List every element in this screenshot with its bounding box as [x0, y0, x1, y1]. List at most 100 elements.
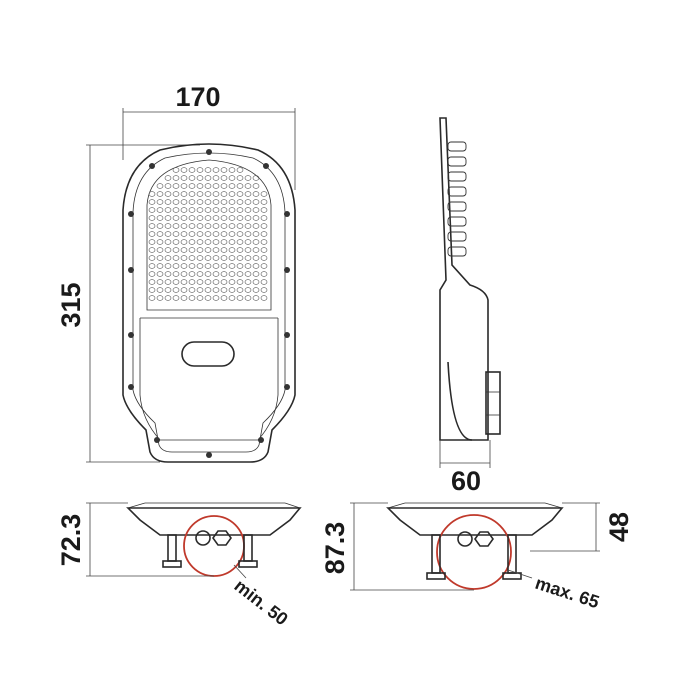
- led-dot: [196, 279, 204, 285]
- led-dot: [236, 295, 244, 301]
- screw: [284, 332, 290, 338]
- led-dot: [188, 239, 196, 245]
- led-dot: [244, 263, 252, 269]
- led-dot: [252, 279, 260, 285]
- led-dot: [228, 199, 236, 205]
- led-dot: [156, 231, 164, 237]
- led-dot: [252, 295, 260, 301]
- led-dot: [204, 279, 212, 285]
- led-dot: [220, 295, 228, 301]
- led-dot: [212, 191, 220, 197]
- led-dot: [244, 223, 252, 229]
- cable-gland-max: [457, 531, 473, 547]
- led-dot: [196, 191, 204, 197]
- led-dot: [252, 231, 260, 237]
- led-dot: [204, 167, 212, 173]
- led-dot: [220, 247, 228, 253]
- led-dot: [172, 223, 180, 229]
- led-dot: [244, 271, 252, 277]
- screw: [128, 384, 134, 390]
- housing-inner-outline: [132, 152, 286, 453]
- led-dot: [196, 287, 204, 293]
- end-view-max: 87.3 48 max. 65: [320, 502, 634, 612]
- led-dot: [172, 175, 180, 181]
- fin: [447, 216, 467, 227]
- end-housing-max: [386, 507, 564, 536]
- led-array: [148, 167, 268, 301]
- led-dot: [180, 223, 188, 229]
- end-top-left-max: [387, 502, 406, 509]
- led-dot: [180, 167, 188, 173]
- screw: [128, 267, 134, 273]
- led-dot: [220, 215, 228, 221]
- led-dot: [220, 191, 228, 197]
- led-dot: [212, 279, 220, 285]
- led-dot: [260, 207, 268, 213]
- front-view: 170 315: [56, 82, 296, 463]
- led-dot: [156, 215, 164, 221]
- vent-plug-min: [212, 530, 232, 546]
- led-dot: [172, 183, 180, 189]
- led-dot: [204, 207, 212, 213]
- led-dot: [260, 255, 268, 261]
- led-dot: [188, 295, 196, 301]
- led-dot: [236, 239, 244, 245]
- end-top-left-min: [127, 502, 146, 509]
- bolt-left-min: [167, 534, 177, 562]
- led-dot: [252, 215, 260, 221]
- end-view-min: 72.3 min. 50: [56, 502, 302, 629]
- led-dot: [260, 199, 268, 205]
- led-dot: [196, 215, 204, 221]
- led-dot: [228, 207, 236, 213]
- screw: [284, 384, 290, 390]
- led-dot: [148, 247, 156, 253]
- led-dot: [180, 247, 188, 253]
- led-dot: [188, 279, 196, 285]
- led-dot: [172, 191, 180, 197]
- led-dot: [156, 263, 164, 269]
- pole-min-label: min. 50: [231, 575, 292, 629]
- led-dot: [164, 223, 172, 229]
- screw: [128, 332, 134, 338]
- led-dot: [212, 239, 220, 245]
- bracket-min-label: 72.3: [56, 514, 86, 567]
- led-dot: [172, 215, 180, 221]
- led-dot: [156, 183, 164, 189]
- screw-set: [128, 149, 290, 458]
- led-dot: [228, 223, 236, 229]
- screw: [263, 163, 269, 169]
- led-dot: [228, 263, 236, 269]
- screw: [149, 163, 155, 169]
- led-dot: [172, 263, 180, 269]
- led-dot: [220, 183, 228, 189]
- end-housing-min: [126, 507, 302, 536]
- led-dot: [260, 287, 268, 293]
- led-dot: [188, 255, 196, 261]
- nut-left-min: [162, 560, 182, 568]
- led-dot: [180, 199, 188, 205]
- led-dot: [180, 207, 188, 213]
- led-dot: [164, 247, 172, 253]
- led-dot: [180, 295, 188, 301]
- led-dot: [172, 167, 180, 173]
- led-dot: [188, 287, 196, 293]
- housing-label: 48: [604, 512, 634, 542]
- led-dot: [244, 255, 252, 261]
- screw: [206, 149, 212, 155]
- led-dot: [188, 223, 196, 229]
- screw: [284, 267, 290, 273]
- led-dot: [228, 191, 236, 197]
- led-dot: [244, 191, 252, 197]
- led-dot: [204, 215, 212, 221]
- led-dot: [236, 279, 244, 285]
- led-dot: [236, 175, 244, 181]
- led-dot: [188, 207, 196, 213]
- led-dot: [156, 287, 164, 293]
- screw: [128, 211, 134, 217]
- led-dot: [196, 199, 204, 205]
- pole-clamp: [485, 371, 501, 435]
- led-dot: [212, 215, 220, 221]
- led-dot: [252, 199, 260, 205]
- led-dot: [212, 271, 220, 277]
- led-dot: [164, 175, 172, 181]
